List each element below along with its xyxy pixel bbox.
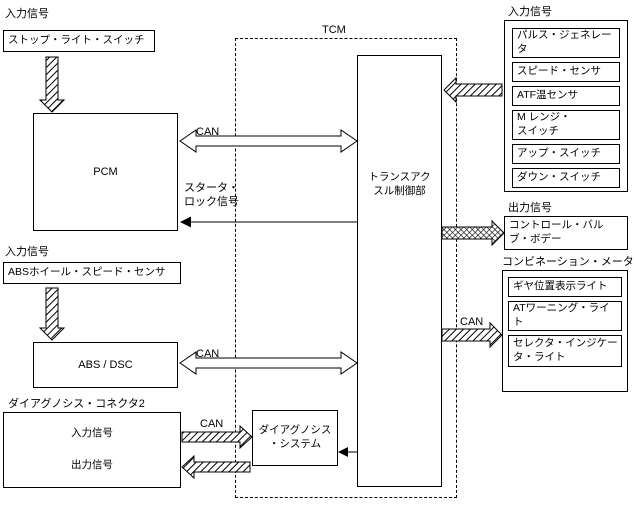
arrow-stoplight-to-pcm <box>38 56 66 113</box>
abs-dsc-box: ABS / DSC <box>33 342 178 388</box>
combination-meter-group: ギヤ位置表示ライト ATワーニング・ライ ト セレクタ・インジケー タ・ライト <box>502 270 628 392</box>
pulse-generator-box: パルス・ジェネレー タ <box>512 28 620 58</box>
up-switch-box: アップ・スイッチ <box>512 144 620 164</box>
diagnosis-connector-input-label: 入力信号 <box>71 427 113 439</box>
m-range-switch-box: M レンジ・ スイッチ <box>512 110 620 140</box>
abs-wheel-speed-sensor-box: ABSホイール・スピード・センサ <box>3 262 181 284</box>
diagnosis-connector-title: ダイアグノシス・コネクタ2 <box>8 398 145 410</box>
output-signal-label-right: 出力信号 <box>508 202 552 214</box>
speed-sensor-box: スピード・センサ <box>512 62 620 82</box>
tcm-dashed-box <box>235 38 457 498</box>
can-label-meter: CAN <box>460 316 484 328</box>
diagnosis-system-box: ダイアグノシス ・システム <box>252 410 338 466</box>
arrow-starterlock-head <box>180 216 191 228</box>
stop-light-switch-box: ストップ・ライト・スイッチ <box>3 30 155 52</box>
input-signal-label-right: 入力信号 <box>508 6 552 18</box>
arrow-abssensor-to-absdsc <box>38 287 66 341</box>
control-valve-body-box: コントロール・バル ブ・ボデー <box>504 216 628 250</box>
tcm-label: TCM <box>322 24 346 36</box>
transaxle-control-box: トランスアク スル制御部 <box>357 55 442 487</box>
input-signal-label-top: 入力信号 <box>5 8 49 20</box>
diagnosis-connector-box: 入力信号 出力信号 <box>3 412 181 488</box>
atf-temp-sensor-box: ATF温センサ <box>512 86 620 106</box>
input-signal-label-mid: 入力信号 <box>5 246 49 258</box>
combination-meter-title: コンビネーション・メータ <box>502 256 634 268</box>
selector-indicator-light-box: セレクタ・インジケー タ・ライト <box>508 335 622 367</box>
down-switch-box: ダウン・スイッチ <box>512 168 620 188</box>
at-warning-light-box: ATワーニング・ライ ト <box>508 301 622 331</box>
can-label-diagnosis: CAN <box>200 418 224 430</box>
can-label-pcm: CAN <box>196 126 220 138</box>
transaxle-control-label: トランスアク スル制御部 <box>368 171 431 197</box>
starter-lock-signal-label: スタータ・ ロック信号 <box>184 182 239 208</box>
can-label-abs: CAN <box>196 348 220 360</box>
right-input-group: パルス・ジェネレー タ スピード・センサ ATF温センサ M レンジ・ スイッチ… <box>504 20 628 192</box>
pcm-box: PCM <box>33 113 178 231</box>
gear-position-light-box: ギヤ位置表示ライト <box>508 277 622 297</box>
diagnosis-connector-output-label: 出力信号 <box>71 459 113 471</box>
